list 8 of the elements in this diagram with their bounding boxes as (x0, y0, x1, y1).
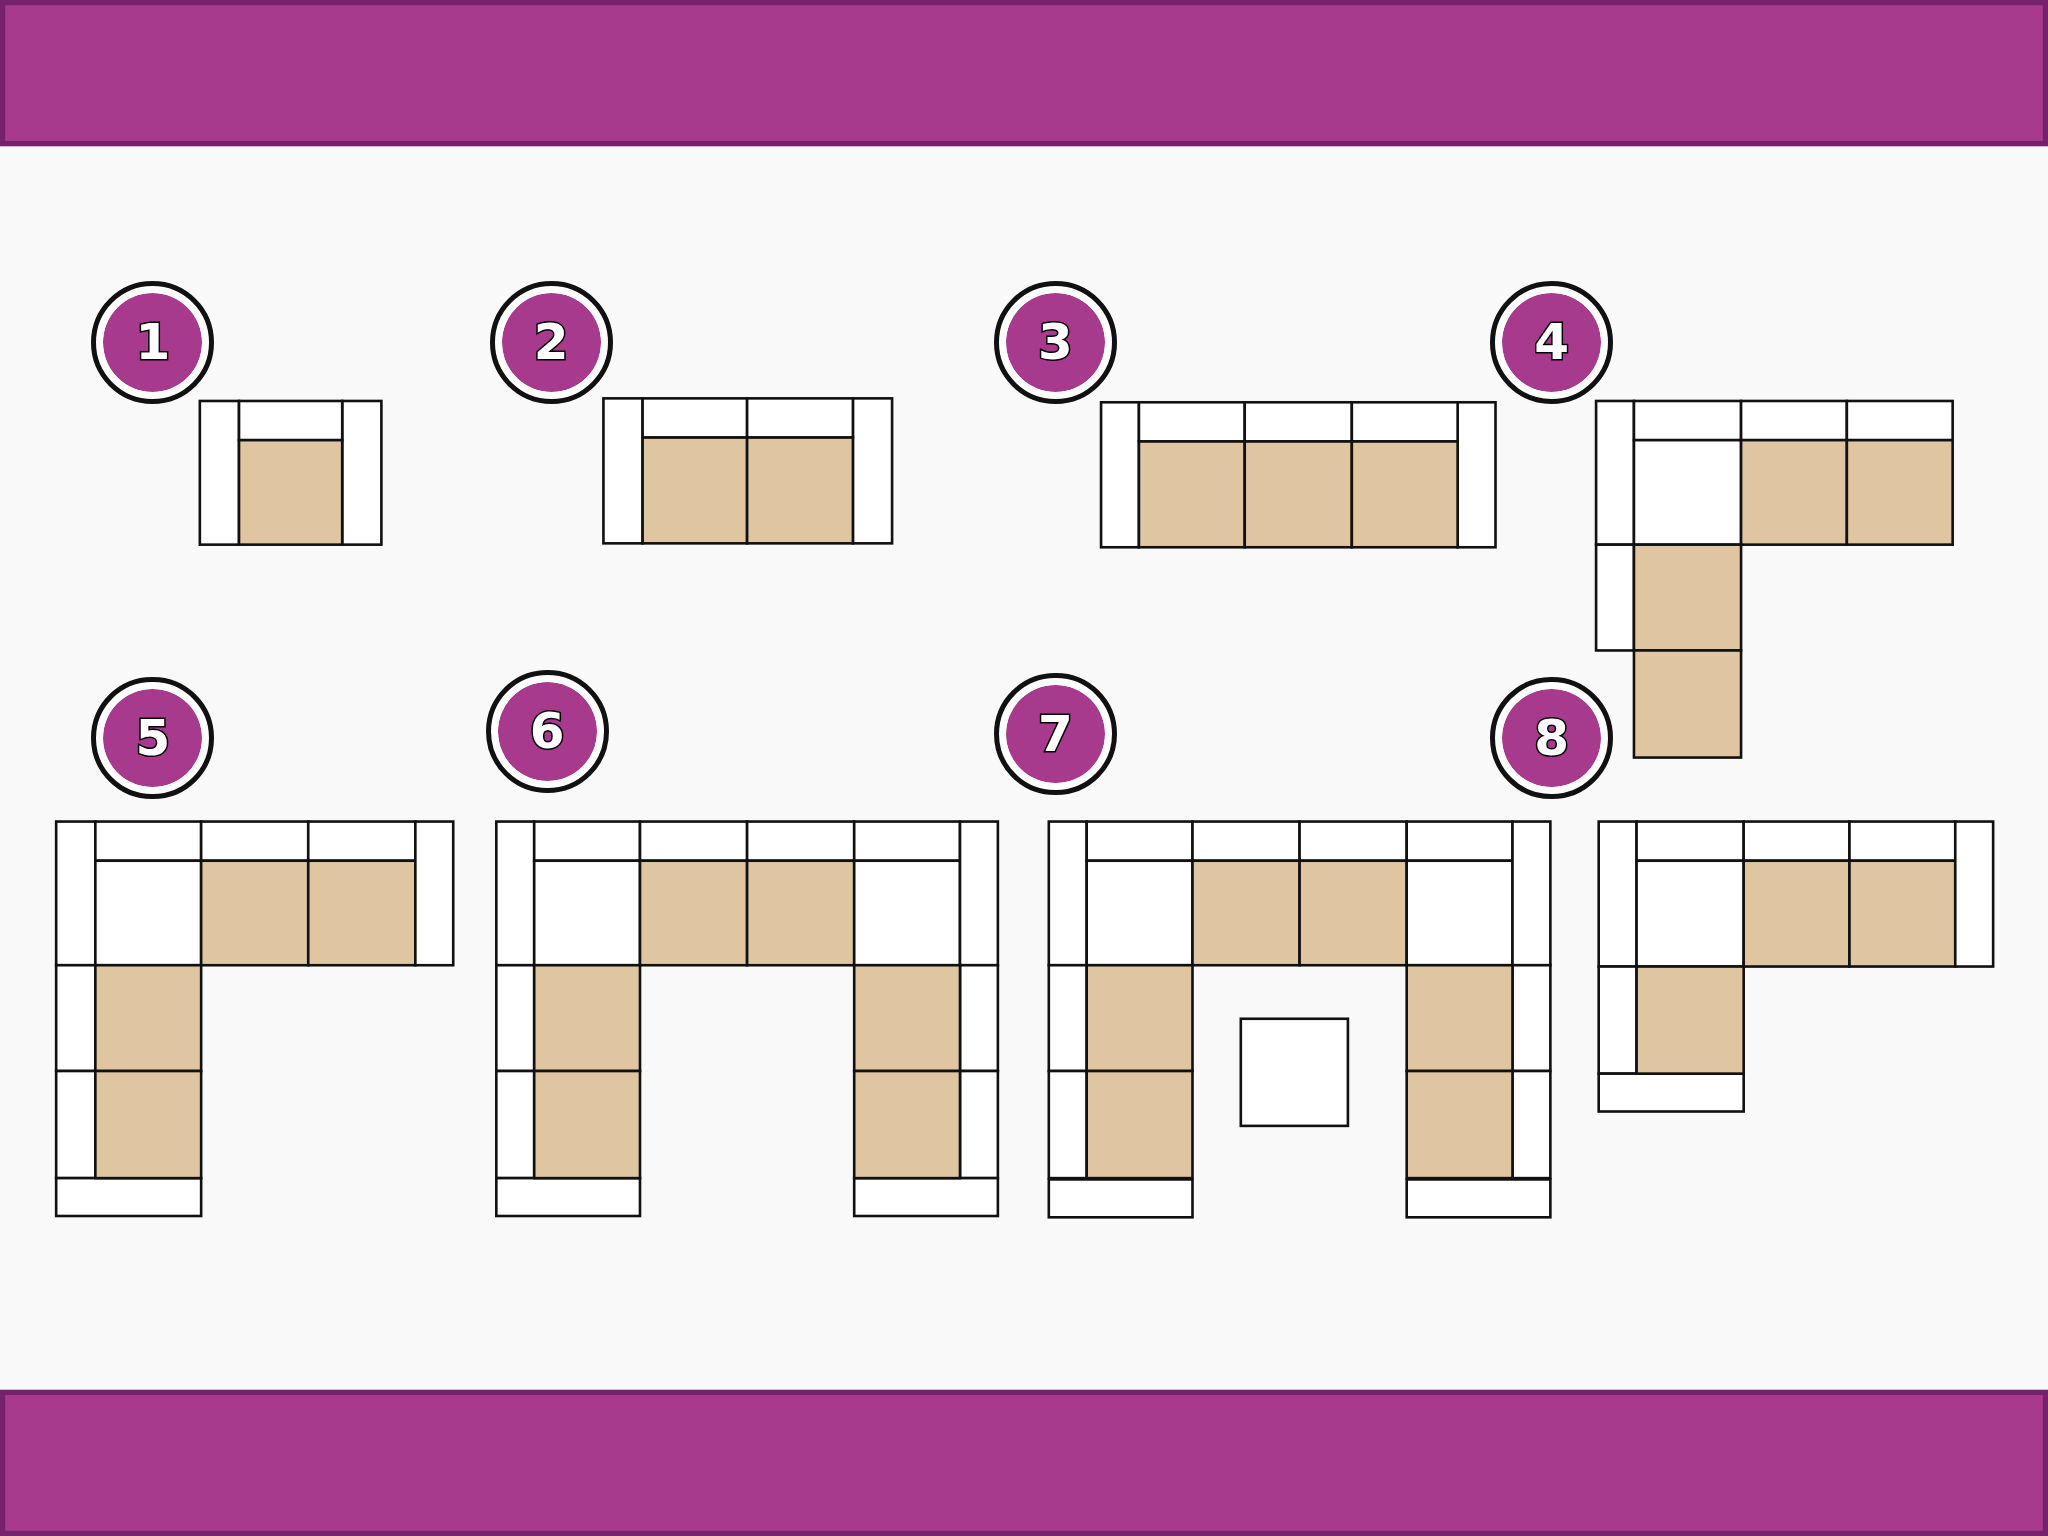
number-marker: 5 (91, 676, 215, 800)
number-marker: 6 (485, 670, 609, 793)
number-marker: 1 (91, 280, 215, 404)
number-marker: 4 (1490, 280, 1614, 404)
number-marker: 7 (993, 672, 1117, 796)
number-marker: 2 (489, 280, 613, 404)
number-marker: 3 (993, 280, 1117, 404)
number-marker: 8 (1490, 676, 1614, 800)
